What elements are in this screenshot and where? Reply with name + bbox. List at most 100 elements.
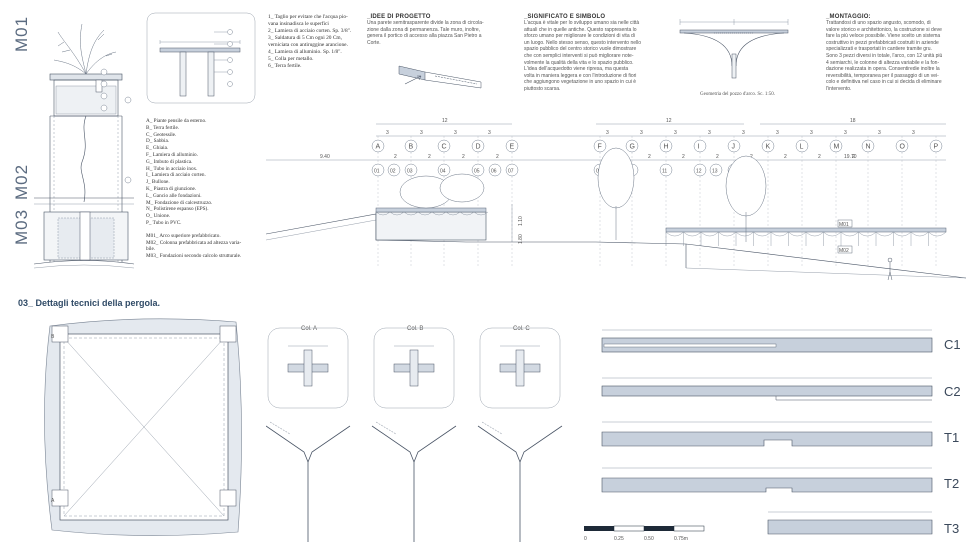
- sub-dim: 2: [462, 154, 465, 160]
- module-marker: [471, 163, 485, 177]
- arch-segment: [403, 211, 419, 216]
- ideas-line: Corte.: [367, 39, 381, 46]
- col-b-label: Col. B: [407, 326, 424, 332]
- meaning-line: che con semplici interventi si può migli…: [524, 52, 634, 59]
- sub-dim: 2: [818, 154, 821, 160]
- arch-arm: [371, 425, 415, 463]
- arch-arm-ghost: [269, 421, 291, 435]
- module-number: 05: [474, 169, 480, 175]
- axis-marker: [895, 139, 909, 153]
- module-item: M01_ Arco superiore prefabbricato.: [146, 232, 221, 239]
- axis-marker: [404, 139, 418, 153]
- assembly-line: Trattandosi di uno spazio angusto, scomo…: [826, 20, 931, 26]
- axis-marker: [471, 139, 485, 153]
- module-marker: [488, 163, 502, 177]
- column-details-drawing: [266, 327, 563, 542]
- note-line: 6_ Terra fertile.: [268, 63, 302, 69]
- axis-marker: [795, 139, 809, 153]
- span-dim: 3: [606, 130, 609, 136]
- axis-letter: E: [510, 144, 515, 151]
- axis-letter: M: [834, 144, 840, 151]
- legend-item: J_ Bullone.: [146, 179, 170, 186]
- module-item: bile.: [146, 246, 156, 253]
- column-core: [409, 349, 419, 387]
- scale-label: 0.50: [644, 536, 654, 542]
- legend-item: O_ Unione.: [146, 213, 171, 220]
- ideas-line: zione dalla zona di permanenza. Tale mur…: [367, 26, 481, 33]
- legend-item: N_ Polistirene espanso (EPS).: [146, 206, 209, 213]
- arch-segment: [445, 211, 461, 216]
- axis-letter: D: [476, 144, 481, 151]
- span-dim: 3: [488, 130, 491, 136]
- arch-arm-ghost: [481, 421, 503, 435]
- meaning-line: L'acqua è vitale per lo sviluppo umano s…: [524, 20, 640, 26]
- level-left: 9.40: [320, 154, 330, 160]
- arch-arm: [519, 425, 563, 463]
- plan-tag-a: A: [51, 498, 55, 504]
- height-b: 1.80: [518, 234, 524, 244]
- assembly-section: _MONTAGGIO: Trattandosi di uno spazio an…: [826, 14, 966, 93]
- arch-segment: [417, 211, 433, 216]
- module-number: 03: [407, 169, 413, 175]
- beam-sections-drawing: [601, 329, 933, 535]
- tag-m01: M01: [839, 222, 849, 228]
- meaning-line: piuttosto scarsa.: [524, 85, 561, 92]
- sub-dim: 2: [648, 154, 651, 160]
- axis-marker: [727, 139, 741, 153]
- ideas-heading: _IDEE DI PROGETTO: [367, 14, 431, 20]
- sub-dim: 2: [784, 154, 787, 160]
- dim-top-3: 18: [850, 118, 856, 124]
- axis-letter: K: [766, 144, 771, 151]
- axis-letter: N: [866, 144, 871, 151]
- arch-segment: [893, 231, 912, 237]
- arch-segment: [753, 231, 772, 237]
- sub-dim: 2: [496, 154, 499, 160]
- arch-segment: [375, 211, 391, 216]
- arch-segment: [910, 231, 929, 237]
- tag-m02: M02: [839, 248, 849, 254]
- legend-item: D_ Sabbia.: [146, 138, 170, 145]
- legend-item: E_ Ghiaia.: [146, 145, 169, 152]
- axis-letter: G: [630, 144, 635, 151]
- scale-label: 0.25: [614, 536, 624, 542]
- module-marker: [437, 163, 451, 177]
- meaning-line: sforzo umano per migliorare le condizion…: [524, 33, 635, 40]
- note-line: 4_ Lamiera di alluminio. Sp. 1/8".: [268, 49, 342, 55]
- span-dim: 3: [810, 130, 813, 136]
- module-item: M03_ Fondazioni secondo calcolo struttur…: [146, 253, 242, 260]
- assembly-line: specializzati e trasportati in cantiere …: [826, 46, 932, 53]
- module-marker: [387, 163, 401, 177]
- plan-tag-b: B: [51, 334, 55, 340]
- note-line: vana insinadisca le superfici: [268, 21, 329, 27]
- axis-letter: P: [934, 144, 939, 151]
- axis-marker: [593, 139, 607, 153]
- module-label-m02: M02: [12, 163, 31, 200]
- wall-sketch-drawing: [398, 65, 482, 89]
- col-c-label: Col. C: [513, 326, 530, 332]
- arch-segment: [459, 211, 475, 216]
- legend-item: B_ Terra fertile.: [146, 124, 180, 131]
- module-number: 04: [440, 169, 446, 175]
- span-dim: 3: [674, 130, 677, 136]
- module-marker: [371, 163, 385, 177]
- module-number: 06: [491, 169, 497, 175]
- scale-label: 0: [584, 536, 587, 542]
- legend-item: H_ Tubo in acciaio inox.: [146, 165, 198, 172]
- module-number: 11: [662, 169, 667, 175]
- module-marker: [505, 163, 519, 177]
- level-right: 19.70: [844, 154, 857, 160]
- column-detail-frame: [373, 327, 455, 409]
- span-dim: 3: [912, 130, 915, 136]
- arch-segment: [683, 231, 702, 237]
- legend-item: P_ Tubo in PVC.: [146, 219, 182, 226]
- legend-item: L_ Gancio alle fondazioni.: [146, 192, 202, 199]
- arch-arm-ghost: [375, 421, 397, 435]
- beam-label-t1: T1: [944, 430, 960, 445]
- note-line: 1_ Taglio per evitare che l'acqua pio-: [268, 14, 348, 20]
- span-dim: 3: [420, 130, 423, 136]
- assembly-line: l'intervento.: [826, 85, 852, 92]
- beam-label-t3: T3: [944, 521, 960, 536]
- module-number: 01: [374, 169, 380, 175]
- technical-notes: 1_ Taglio per evitare che l'acqua pio- v…: [268, 14, 360, 70]
- axis-letter: J: [732, 144, 736, 151]
